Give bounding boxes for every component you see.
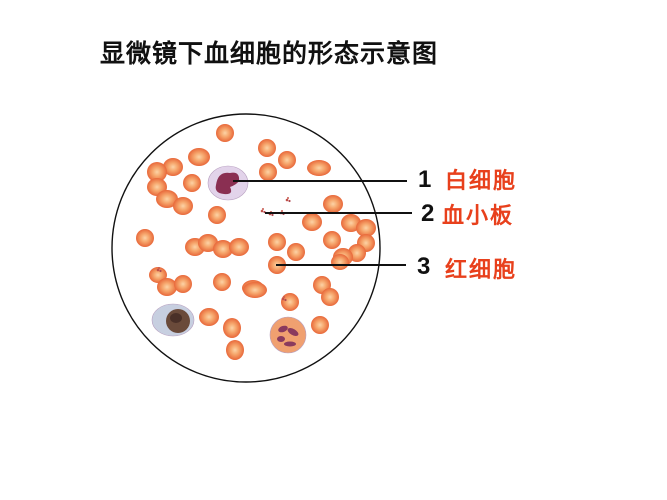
red-blood-cell	[243, 282, 267, 298]
microscope-field-circle	[111, 113, 381, 383]
white-blood-cell-neutrophil	[207, 165, 249, 201]
label-number-2: 2	[421, 200, 435, 227]
red-blood-cell	[278, 151, 296, 169]
page-title: 显微镜下血细胞的形态示意图	[100, 39, 439, 68]
platelet	[281, 296, 287, 302]
red-blood-cell	[323, 231, 341, 249]
label-number-1: 1	[418, 166, 432, 193]
red-blood-cell	[216, 124, 234, 142]
red-blood-cell	[183, 174, 201, 192]
red-blood-cell	[229, 238, 249, 256]
platelet	[260, 208, 266, 214]
platelet	[156, 267, 162, 273]
red-blood-cell	[356, 219, 376, 237]
red-blood-cell	[268, 233, 286, 251]
red-blood-cell	[199, 308, 219, 326]
red-blood-cell	[281, 293, 299, 311]
red-blood-cells	[136, 124, 376, 360]
red-blood-cell	[226, 340, 244, 360]
label-platelet: 血小板	[442, 203, 515, 229]
red-blood-cell	[147, 162, 167, 182]
red-blood-cell	[188, 148, 210, 166]
red-blood-cell	[331, 254, 349, 270]
red-blood-cell	[321, 288, 339, 306]
red-blood-cell	[208, 206, 226, 224]
red-blood-cell	[173, 197, 193, 215]
red-blood-cell	[302, 213, 322, 231]
red-blood-cell	[323, 195, 343, 213]
pointer-lines	[233, 180, 412, 266]
red-blood-cell	[258, 139, 276, 157]
platelet	[285, 197, 291, 203]
red-blood-cell	[307, 160, 331, 176]
red-blood-cell	[213, 240, 233, 258]
red-blood-cell	[311, 316, 329, 334]
red-blood-cell	[341, 214, 361, 232]
red-blood-cell	[174, 275, 192, 293]
red-blood-cell	[157, 278, 177, 296]
red-blood-cell	[198, 234, 218, 252]
red-blood-cell	[163, 158, 183, 176]
white-blood-cell-eosinophil	[269, 316, 307, 354]
red-blood-cell	[156, 190, 178, 208]
red-blood-cell	[136, 229, 154, 247]
label-white-blood-cell: 白细胞	[445, 168, 518, 194]
red-blood-cell	[287, 243, 305, 261]
white-blood-cells	[151, 165, 307, 354]
red-blood-cell	[213, 273, 231, 291]
label-red-blood-cell: 红细胞	[445, 257, 518, 283]
red-blood-cell	[259, 163, 277, 181]
red-blood-cell	[223, 318, 241, 338]
label-number-3: 3	[417, 253, 431, 280]
white-blood-cell-monocyte	[151, 303, 195, 337]
